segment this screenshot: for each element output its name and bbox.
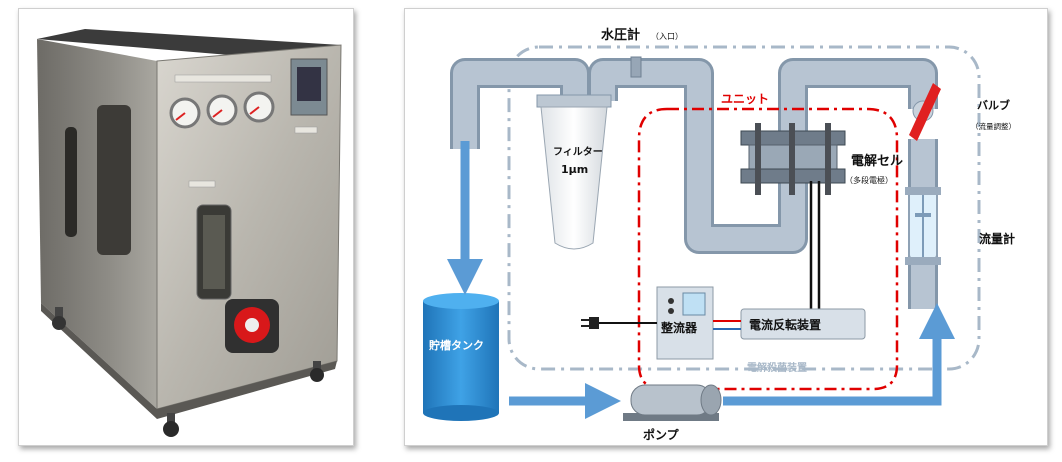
valve-note: （流量調整） [971,121,1016,131]
electrolysis-cell-label: 電解セル [851,153,903,169]
gauge-icon [206,94,238,126]
label-plate [294,126,318,134]
tank-label: 貯槽タンク [429,338,484,352]
filter-icon [536,94,612,250]
pressure-gauge-icon [630,56,642,78]
pressure-gauge-note: （入口） [651,32,683,41]
pump-label: ポンプ [643,427,680,442]
label-plate [174,74,272,83]
side-window [97,105,131,255]
valve-label: バルブ [977,98,1010,112]
rectifier-label: 整流器 [660,320,698,335]
pump-hub-icon [245,318,259,332]
current-reverser-box [740,308,866,340]
electrolysis-cell-icon [740,123,846,195]
caster-icon [52,307,66,330]
device-photo [37,29,342,437]
filter-size-label: 1μm [561,163,588,176]
system-boundary [507,45,981,371]
unit-label: ユニット [721,92,769,106]
plug-icon [581,317,599,329]
caster-icon [310,361,324,382]
pump-icon [623,384,722,421]
flow-meter-label: 流量計 [979,231,1015,246]
gauge-icon [169,97,201,129]
unit-boundary [637,107,899,391]
gauge-icon [243,91,275,123]
rectifier-icon [656,286,714,360]
arrow-pump-to-flowmeter [723,303,955,406]
front-window-glass [203,215,225,289]
valve-icon [909,83,941,141]
current-reverser-label: 電流反転装置 [749,317,821,332]
system-name-label: 電解殺菌装置 [747,361,807,374]
device-photo-panel [18,8,354,446]
side-window [65,127,77,237]
flow-arrows [447,141,955,419]
filter-label: フィルター [553,146,603,158]
process-diagram: 水圧計 （入口） ユニット フィルター 1μm 電解セル （多段電極） バルブ … [423,27,1016,442]
control-display [297,67,321,101]
electrolysis-cell-note: （多段電極） [845,175,893,185]
process-diagram-panel: 水圧計 （入口） ユニット フィルター 1μm 電解セル （多段電極） バルブ … [404,8,1048,446]
flow-meter-icon [905,187,941,265]
caster-icon [163,413,179,437]
device-base [41,303,337,419]
tank-icon [423,293,499,421]
label-plate [188,180,216,188]
pressure-gauge-label: 水圧計 [601,27,640,43]
